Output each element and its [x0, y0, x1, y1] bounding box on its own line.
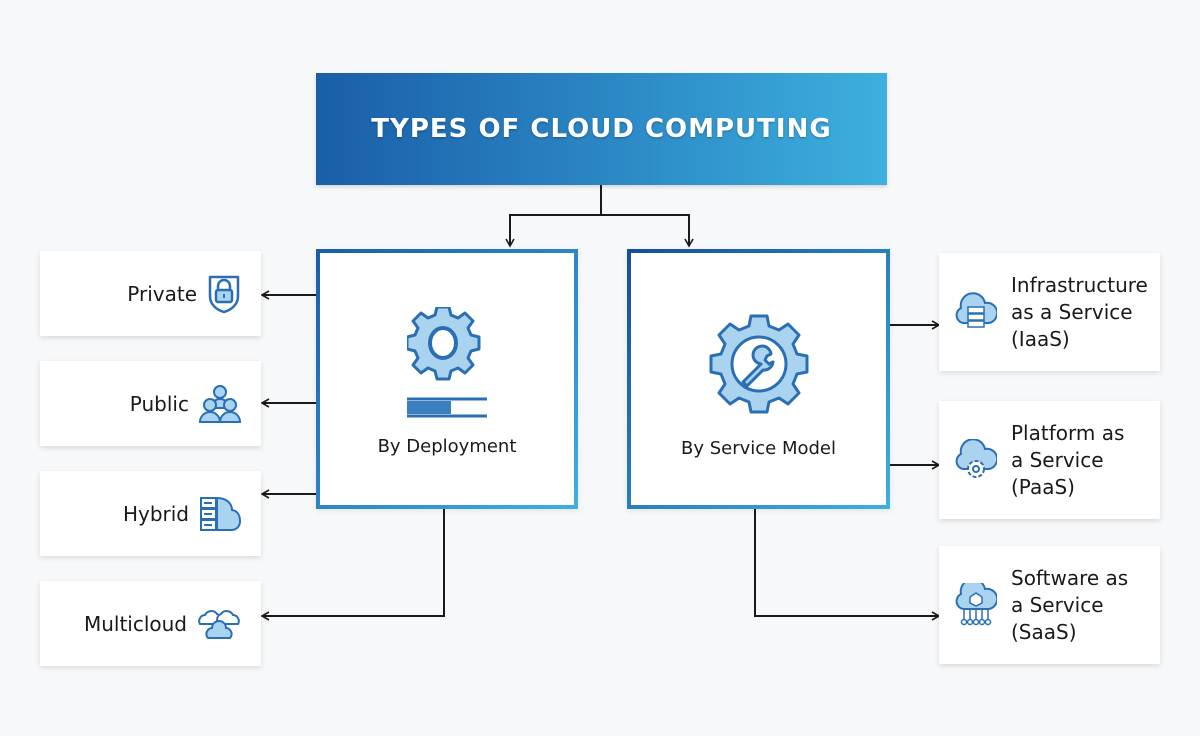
- service-card-iaas[interactable]: Infrastructure as a Service (IaaS): [939, 253, 1160, 371]
- service-label-iaas: Infrastructure as a Service (IaaS): [1011, 272, 1148, 351]
- deployment-label-multicloud: Multicloud: [83, 611, 187, 636]
- title-banner: TYPES OF CLOUD COMPUTING: [316, 73, 887, 185]
- shield-lock-icon: [208, 275, 240, 313]
- cloud-server-icon: [955, 292, 997, 328]
- deployment-label-private: Private: [127, 281, 197, 306]
- category-label-deployment: By Deployment: [377, 436, 517, 457]
- category-box-deployment: By Deployment: [316, 249, 578, 509]
- server-cloud-icon: [200, 496, 241, 531]
- deployment-card-hybrid[interactable]: Hybrid: [40, 471, 261, 556]
- service-card-saas[interactable]: Software as a Service (SaaS): [939, 546, 1160, 664]
- deployment-label-public: Public: [129, 391, 189, 416]
- category-box-service-model: By Service Model: [627, 249, 890, 509]
- multi-cloud-icon: [198, 609, 240, 639]
- gear-wrench-icon: [709, 314, 808, 414]
- category-label-service-model: By Service Model: [680, 438, 836, 459]
- service-card-paas[interactable]: Platform as a Service (PaaS): [939, 401, 1160, 519]
- service-label-saas: Software as a Service (SaaS): [1011, 565, 1129, 644]
- deployment-card-private[interactable]: Private: [40, 251, 261, 336]
- users-group-icon: [199, 384, 241, 423]
- cloud-gear-icon: [955, 439, 997, 478]
- service-label-paas: Platform as a Service (PaaS): [1011, 420, 1125, 499]
- title-to-deployment-connector: [505, 185, 602, 248]
- connector-saas: [754, 505, 941, 621]
- title-to-service-connector: [601, 214, 694, 248]
- deployment-label-hybrid: Hybrid: [122, 501, 189, 526]
- cloud-network-icon: [955, 583, 997, 626]
- deployment-card-public[interactable]: Public: [40, 361, 261, 446]
- deployment-progress-bar: [407, 397, 487, 418]
- gear-progress-icon: [407, 307, 487, 418]
- connector-multicloud: [260, 505, 445, 621]
- deployment-card-multicloud[interactable]: Multicloud: [40, 581, 261, 666]
- diagram-title: TYPES OF CLOUD COMPUTING: [371, 114, 832, 144]
